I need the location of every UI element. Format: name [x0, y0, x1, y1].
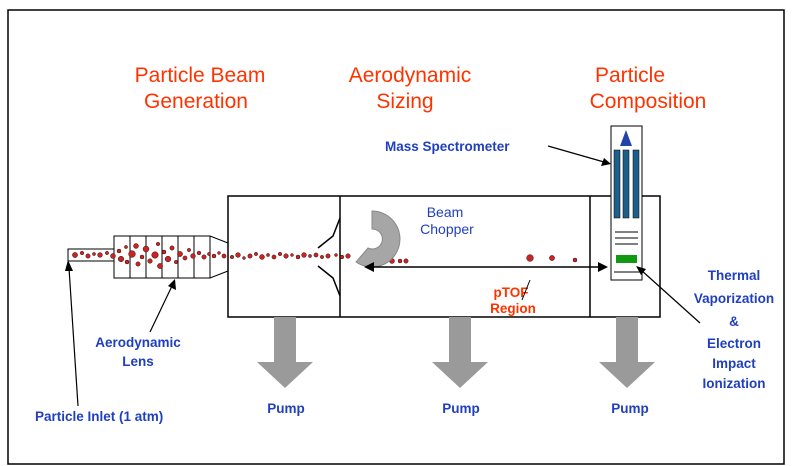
ptof-label-line2: Region [490, 301, 536, 316]
header-sizing-line2: Sizing [376, 90, 433, 113]
skimmer-cone [317, 217, 341, 297]
diagram-border [7, 9, 785, 465]
ptof-double-arrow [364, 262, 608, 272]
header-beam-generation-line1: Particle Beam [135, 64, 266, 87]
thermal-label-line2: Vaporization [694, 291, 774, 306]
thermal-label-line6: Ionization [703, 376, 766, 391]
ptof-label-line1: pTOF [494, 285, 529, 300]
thermal-label-line4: Electron [707, 336, 761, 351]
aerodynamic-lens-label-line1: Aerodynamic [95, 335, 181, 350]
aerodynamic-lens-arrow [149, 279, 176, 333]
pump-arrow-1 [257, 317, 313, 388]
mass-spectrometer-label: Mass Spectrometer [385, 139, 510, 154]
mass-spectrometer-arrow [547, 145, 611, 166]
beam-chopper-wheel [355, 210, 401, 268]
pump-label-3: Pump [611, 401, 649, 416]
thermal-label-line3: & [729, 314, 739, 329]
beam-chopper-label-line2: Chopper [420, 221, 474, 237]
thermal-vaporization-arrow [636, 266, 701, 324]
header-sizing-line1: Aerodynamic [349, 64, 472, 87]
aerodynamic-lens-label-line2: Lens [122, 354, 154, 369]
thermal-label-line5: Impact [712, 356, 756, 371]
pump-label-1: Pump [267, 401, 305, 416]
particle-inlet-arrow [65, 260, 79, 407]
pump-arrow-2 [432, 317, 488, 388]
header-beam-generation-line2: Generation [144, 90, 248, 113]
beam-chopper-label-line1: Beam [427, 204, 464, 220]
header-composition-line1: Particle [595, 64, 665, 87]
particle-stream [72, 241, 578, 269]
header-composition-line2: Composition [590, 90, 707, 113]
thermal-label-line1: Thermal [708, 268, 761, 283]
pump-arrow-3 [599, 317, 655, 388]
particle-inlet-label: Particle Inlet (1 atm) [35, 409, 163, 424]
pump-label-2: Pump [442, 401, 480, 416]
ptof-leader-line [521, 279, 531, 301]
mass-spectrometer [610, 125, 643, 281]
